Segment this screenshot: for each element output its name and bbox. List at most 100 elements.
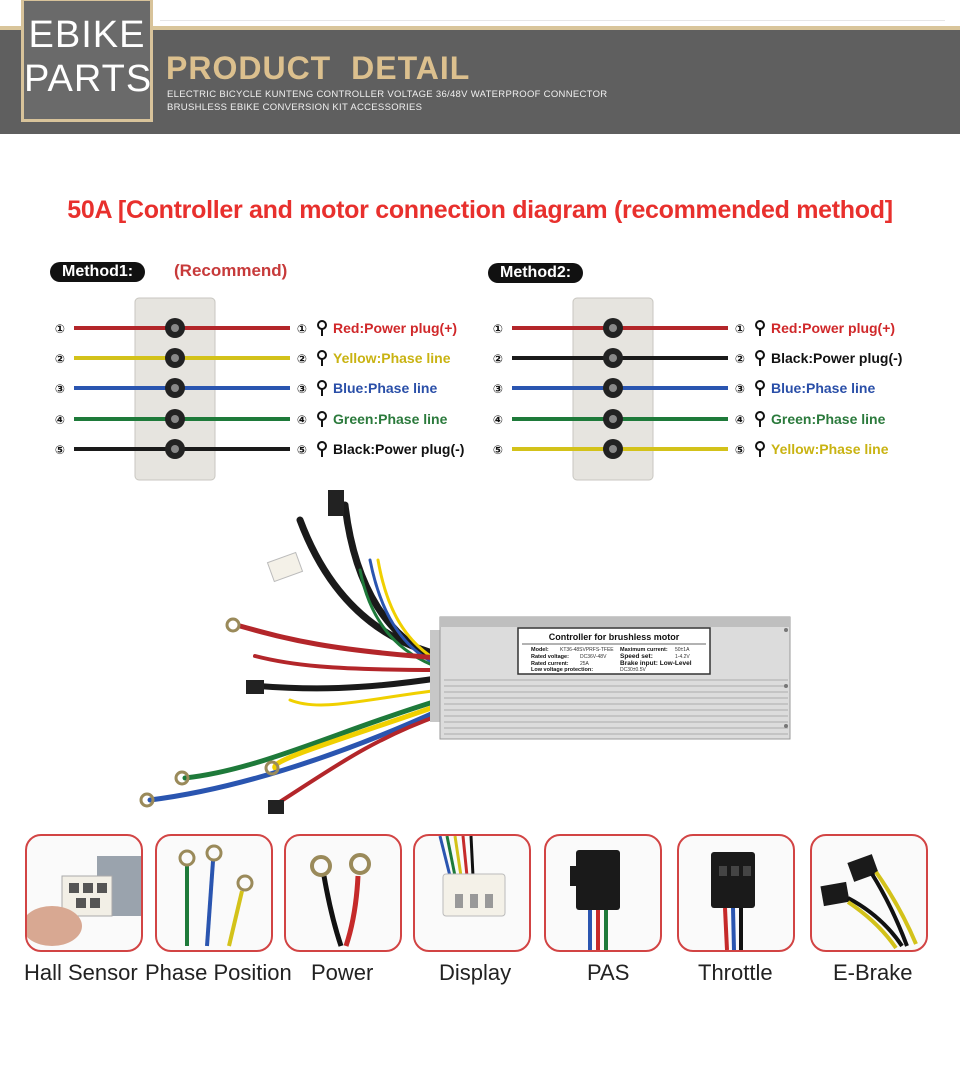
label-throttle: Throttle [698, 960, 773, 985]
label-max-current-key: Maximum current: [620, 647, 668, 653]
method2-row-number-left: ③ [493, 382, 503, 396]
method2-row-number-right: ③ [735, 382, 745, 396]
controller-box: Controller for brushless motor Model: KT… [430, 616, 791, 740]
label-rated-voltage-key: Rated voltage: [531, 654, 569, 660]
method2-row-number-right: ② [735, 352, 745, 366]
label-power: Power [311, 960, 374, 985]
method1-row-4: ④ ④ Green:Phase line [55, 409, 448, 429]
method2-row-number-right: ④ [735, 413, 745, 427]
label-hall-sensor: Hall Sensor [24, 960, 138, 985]
method2-row-label: Red:Power plug(+) [771, 320, 895, 336]
header-top-strip [160, 0, 945, 21]
label-model-key: Model: [531, 647, 549, 653]
display-connector-icon [438, 836, 506, 917]
method2-row-1: ① ① Red:Power plug(+) [493, 318, 895, 338]
label-max-current-val: 50±1A [675, 647, 690, 653]
label-rated-current-val: 25A [580, 661, 590, 667]
header-gold-rule [0, 26, 960, 30]
label-phase-position: Phase Position [145, 960, 292, 985]
controller-label-title: Controller for brushless motor [549, 632, 680, 642]
product-subtitle: ELECTRIC BICYCLE KUNTENG CONTROLLER VOLT… [167, 88, 627, 114]
method2-terminal-screw-head [609, 354, 617, 362]
method1-terminal-screw-head [171, 445, 179, 453]
method1-row-number-left: ② [55, 352, 65, 366]
method2-row-label: Black:Power plug(-) [771, 350, 902, 366]
method2-row-number-left: ① [493, 322, 503, 336]
pas-connector-icon [570, 850, 620, 950]
label-e-brake: E-Brake [833, 960, 913, 985]
method1-row-label: Green:Phase line [333, 411, 448, 427]
label-rated-current-key: Rated current: [531, 661, 569, 667]
method2-row-label: Blue:Phase line [771, 380, 875, 396]
method1-terminal-screw-head [171, 324, 179, 332]
logo-line-2: PARTS [24, 58, 153, 100]
method2-terminal-screw-head [609, 445, 617, 453]
method2-row-label: Yellow:Phase line [771, 441, 889, 457]
harness-connector-bottom [268, 800, 284, 814]
method2-row-number-left: ④ [493, 413, 503, 427]
thumb-pas [544, 834, 662, 952]
label-low-voltage-key: Low voltage protection: [531, 667, 593, 673]
method1-pill: Method1: [50, 262, 146, 282]
thumb-hall-sensor [25, 834, 143, 952]
method2-row-4: ④ ④ Green:Phase line [493, 409, 886, 429]
harness-connector-top [328, 490, 344, 516]
method1-row-number-left: ⑤ [55, 443, 65, 457]
method2-row-number-right: ① [735, 322, 745, 336]
method1-row-label: Red:Power plug(+) [333, 320, 457, 336]
method2-row-5: ⑤ ⑤ Yellow:Phase line [493, 439, 889, 459]
thumb-phase-position [155, 834, 273, 952]
method1-row-number-left: ① [55, 322, 65, 336]
method1-note: (Recommend) [174, 261, 288, 280]
label-speed-set-key: Speed set: [620, 653, 653, 660]
label-pas: PAS [587, 960, 630, 985]
method2-row-number-left: ⑤ [493, 443, 503, 457]
method2-row-number-right: ⑤ [735, 443, 745, 457]
method1-row-number-left: ④ [55, 413, 65, 427]
phase-terminals-icon [178, 844, 254, 947]
method2-pill: Method2: [488, 263, 584, 283]
power-ring-terminal [225, 617, 241, 633]
thumb-throttle [677, 834, 795, 952]
controller-illustration: Controller for brushless motor Model: KT… [139, 490, 791, 814]
method1-row-number-right: ④ [297, 413, 307, 427]
method2-row-label: Green:Phase line [771, 411, 886, 427]
method2-terminal-screw-head [609, 384, 617, 392]
label-brake-input: Brake input: Low-Level [620, 660, 692, 667]
method2-terminal-screw-head [609, 324, 617, 332]
method1-row-label: Yellow:Phase line [333, 350, 451, 366]
method1-row-number-right: ① [297, 322, 307, 336]
method1-terminal-screw-head [171, 384, 179, 392]
logo-line-1: EBIKE [28, 14, 146, 56]
brand-logo: EBIKE PARTS [21, 0, 153, 122]
method1-row-number-right: ② [297, 352, 307, 366]
method1-row-1: ① ① Red:Power plug(+) [55, 318, 457, 338]
method1-row-number-right: ⑤ [297, 443, 307, 457]
phase-ring-terminal-3 [264, 760, 280, 776]
harness-connector-mid [246, 680, 264, 694]
subtitle-line-2: BRUSHLESS EBIKE CONVERSION KIT ACCESSORI… [167, 102, 423, 113]
controller-wire-harness [147, 501, 444, 807]
method1-row-number-right: ③ [297, 382, 307, 396]
method1-terminal-screw-head [171, 354, 179, 362]
phase-ring-terminal-2 [139, 792, 155, 808]
display-connector [266, 551, 304, 583]
thumb-power [284, 834, 402, 952]
throttle-connector-icon [711, 852, 755, 950]
label-low-voltage-val: DC30±0.5V [620, 667, 646, 673]
method2-terminal-screw-head [609, 415, 617, 423]
method2-row-3: ③ ③ Blue:Phase line [493, 378, 875, 398]
product-detail-title: PRODUCT DETAIL [166, 50, 471, 86]
power-terminals-icon [310, 853, 371, 947]
method1-row-number-left: ③ [55, 382, 65, 396]
hall-sensor-connector-icon [27, 856, 141, 946]
subtitle-line-1: ELECTRIC BICYCLE KUNTENG CONTROLLER VOLT… [167, 89, 608, 100]
thumb-display [413, 834, 531, 952]
method1-terminal-screw-head [171, 415, 179, 423]
label-rated-voltage-val: DC36V-48V [580, 654, 607, 660]
